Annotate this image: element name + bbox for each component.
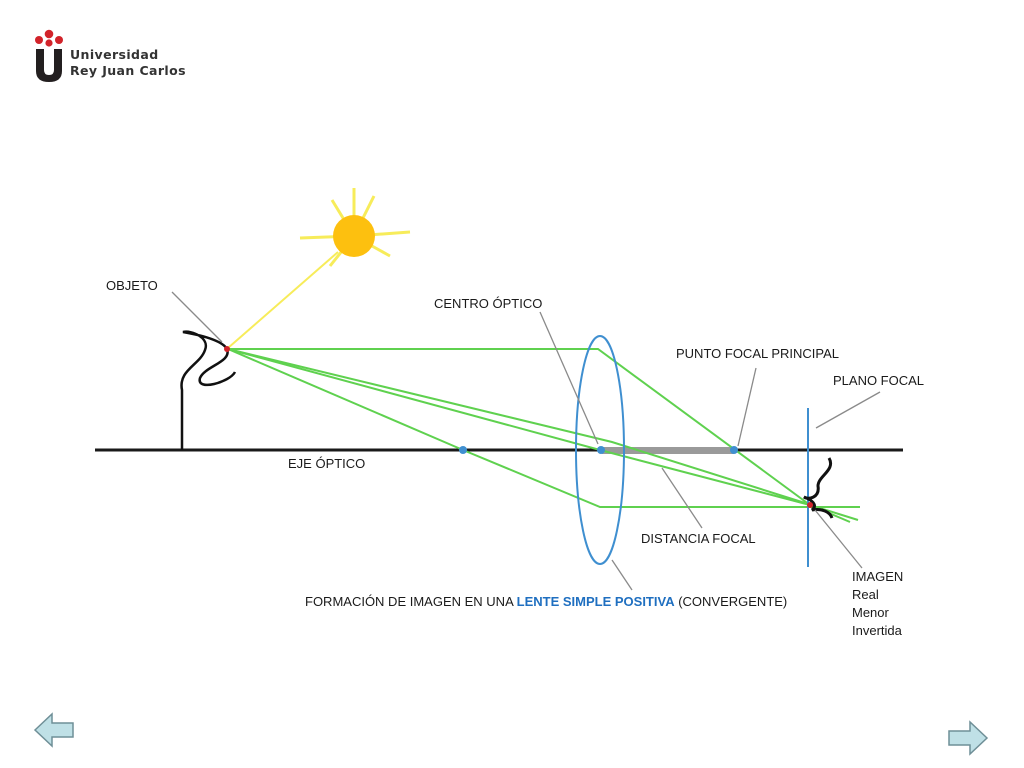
front-focal-point [459,446,467,454]
sun-icon [299,188,411,267]
label-eje-optico: EJE ÓPTICO [288,456,365,471]
urjc-logo-icon [35,29,63,82]
university-logo: Universidad Rey Juan Carlos [34,28,204,84]
label-imagen-real: Real [852,587,879,602]
logo-text: Universidad Rey Juan Carlos [70,47,186,79]
focal-distance-bar [602,447,734,454]
leader-lines [171,291,881,591]
arrow-right-icon [948,720,989,756]
logo-line-2: Rey Juan Carlos [70,63,186,78]
optical-center-point [597,446,605,454]
label-imagen-invertida: Invertida [852,623,903,638]
caption-part-2: (CONVERGENTE) [675,594,788,609]
caption-part-1: FORMACIÓN DE IMAGEN EN UNA [305,594,517,609]
next-slide-button[interactable] [947,720,989,756]
diagram-caption: FORMACIÓN DE IMAGEN EN UNA LENTE SIMPLE … [305,594,787,609]
label-centro-optico: CENTRO ÓPTICO [434,296,542,311]
object-squiggle [180,330,237,450]
label-imagen-menor: Menor [852,605,890,620]
label-punto-focal-principal: PUNTO FOCAL PRINCIPAL [676,346,839,361]
caption-highlight: LENTE SIMPLE POSITIVA [517,594,676,609]
sunlight-ray [227,251,339,349]
label-objeto: OBJETO [106,278,158,293]
principal-focal-point [730,446,738,454]
image-squiggle [803,457,834,519]
label-distancia-focal: DISTANCIA FOCAL [641,531,756,546]
logo-line-1: Universidad [70,47,159,62]
converging-lens [575,335,625,565]
label-imagen: IMAGEN [852,569,903,584]
arrow-left-icon [33,712,74,748]
previous-slide-button[interactable] [33,712,75,748]
light-rays [227,348,860,523]
label-plano-focal: PLANO FOCAL [833,373,924,388]
